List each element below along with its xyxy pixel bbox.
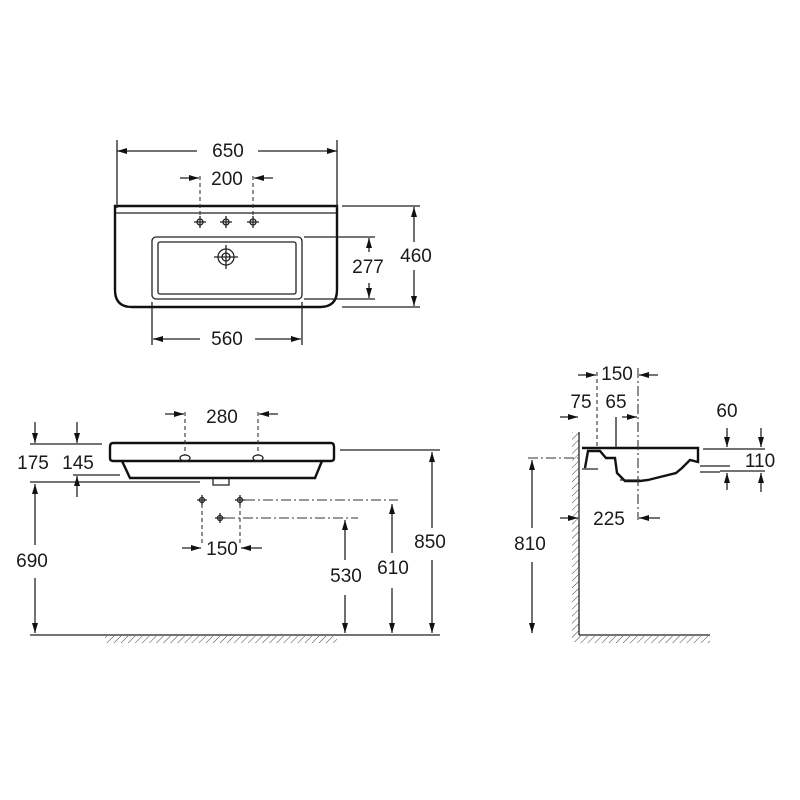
dim-145: 145 — [62, 453, 94, 474]
dim-690: 690 — [16, 551, 48, 572]
dim-110: 110 — [745, 451, 775, 472]
dim-810: 810 — [514, 534, 546, 555]
dim-277: 277 — [352, 257, 384, 278]
floor-hatch — [105, 636, 337, 643]
basin-profile — [582, 446, 700, 483]
dim-460: 460 — [400, 246, 432, 267]
dim-150-front: 150 — [206, 539, 238, 560]
dim-65: 65 — [605, 392, 626, 413]
dim-650: 650 — [212, 141, 244, 162]
dim-75: 75 — [570, 392, 591, 413]
dim-200: 200 — [211, 169, 243, 190]
dim-225: 225 — [593, 509, 625, 530]
dim-560: 560 — [211, 329, 243, 350]
wall-hatch — [572, 432, 579, 642]
bowl-outline — [151, 236, 303, 300]
dim-610: 610 — [377, 558, 409, 579]
drain-icon — [214, 245, 238, 269]
dim-280: 280 — [206, 407, 238, 428]
top-view: 650 200 277 460 560 — [113, 140, 432, 350]
dim-850: 850 — [414, 532, 446, 553]
dim-60: 60 — [716, 401, 737, 422]
dim-175: 175 — [17, 453, 49, 474]
side-view: 810 150 75 65 60 110 225 — [514, 364, 775, 643]
connection-point-icons — [197, 495, 245, 523]
dim-530: 530 — [330, 566, 362, 587]
tap-hole-icons — [194, 216, 259, 228]
dim-150-side: 150 — [601, 364, 633, 385]
basin-front-slab — [108, 441, 336, 463]
side-floor-hatch — [579, 636, 710, 643]
front-view: 280 175 145 690 150 530 610 — [16, 407, 446, 643]
basin-outline — [113, 204, 339, 309]
